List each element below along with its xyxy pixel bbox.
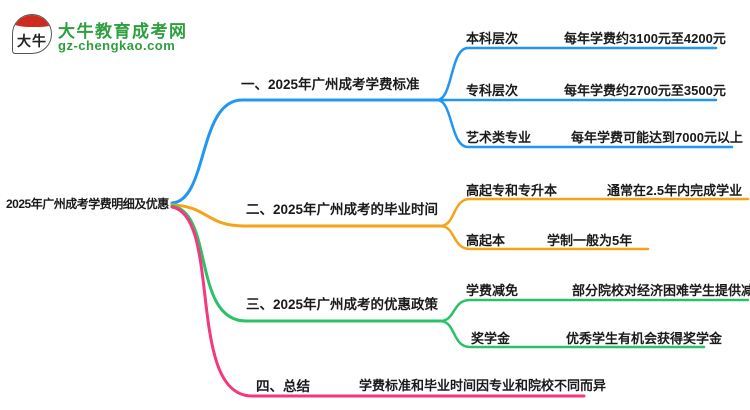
branch2-child1-label: 高起专和专升本 bbox=[466, 183, 558, 198]
branch1-label: 一、2025年广州成考学费标准 bbox=[241, 77, 420, 92]
logo-badge-text: 大牛 bbox=[17, 33, 47, 49]
branch3-child2-value: 优秀学生有机会获得奖学金 bbox=[566, 331, 723, 346]
branch1-child1-line bbox=[435, 46, 718, 102]
logo-badge-icon: 大牛 bbox=[12, 14, 52, 54]
branch1-child3-line bbox=[435, 98, 734, 149]
branch3-child2-line bbox=[438, 319, 706, 349]
branch3-child1-line bbox=[438, 298, 750, 323]
branch3-child2-label: 奖学金 bbox=[471, 331, 511, 346]
branch3-child1-label: 学费减免 bbox=[466, 283, 519, 298]
branch2-child2-label: 高起本 bbox=[466, 233, 506, 248]
branch3-child1-value: 部分院校对经济困难学生提供减免 bbox=[572, 283, 750, 298]
site-url: gz-chengkao.com bbox=[58, 38, 176, 53]
branch1-child3-value: 每年学费可能达到7000元以上 bbox=[571, 130, 743, 145]
branch4-label: 四、总结 bbox=[256, 379, 310, 394]
branch1-child1-value: 每年学费约3100元至4200元 bbox=[564, 31, 726, 46]
logo-red-hat-icon bbox=[13, 15, 51, 27]
root-node-title: 2025年广州成考学费明细及优惠 bbox=[6, 197, 169, 211]
branch2-label: 二、2025年广州成考的毕业时间 bbox=[246, 202, 439, 217]
branch1-child1-label: 本科层次 bbox=[466, 31, 519, 46]
site-name: 大牛教育成考网 bbox=[58, 22, 188, 41]
branch2-trunk-line bbox=[170, 203, 442, 228]
branch2-child1-line bbox=[438, 197, 750, 228]
branch1-child2-label: 专科层次 bbox=[466, 83, 519, 98]
branch1-child2-value: 每年学费约2700元至3500元 bbox=[564, 83, 726, 98]
branch4-trunk-line bbox=[170, 205, 586, 398]
branch1-child3-label: 艺术类专业 bbox=[466, 130, 532, 145]
branch2-child2-value: 学制一般为5年 bbox=[547, 233, 633, 248]
branch2-child2-line bbox=[438, 224, 650, 251]
site-logo: 大牛 大牛教育成考网 gz-chengkao.com bbox=[10, 12, 240, 60]
branch1-trunk-line bbox=[170, 98, 439, 205]
branch4-summary: 学费标准和毕业时间因专业和院校不同而异 bbox=[359, 378, 607, 393]
branch2-child1-value: 通常在2.5年内完成学业 bbox=[607, 183, 743, 198]
branch3-trunk-line bbox=[170, 204, 442, 323]
branch3-label: 三、2025年广州成考的优惠政策 bbox=[246, 297, 439, 312]
